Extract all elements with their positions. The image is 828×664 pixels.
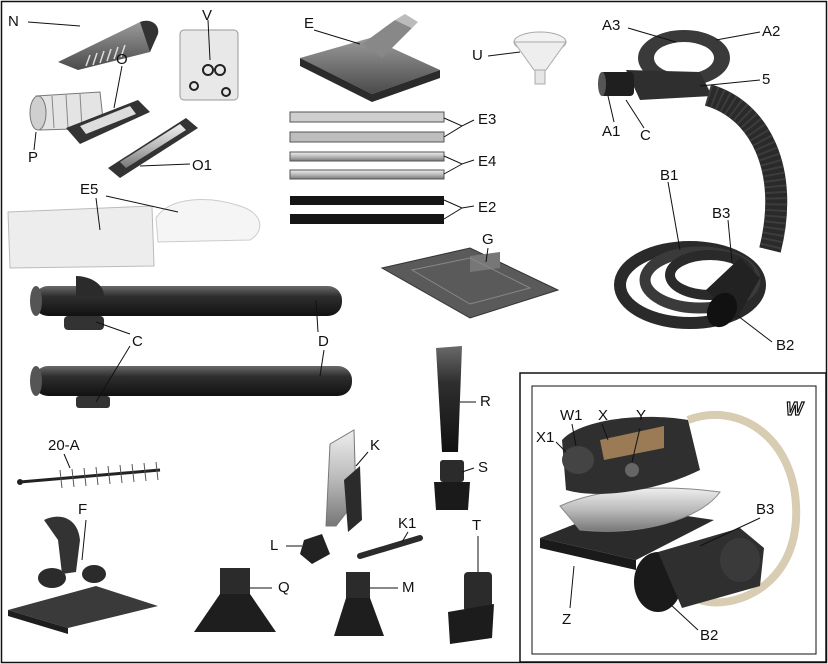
label-c-tube: C <box>132 333 143 350</box>
label-o: O <box>116 51 128 68</box>
part-e3-strips <box>289 111 445 143</box>
label-a1: A1 <box>602 123 621 140</box>
label-b1: B1 <box>660 167 679 184</box>
label-s: S <box>478 459 489 476</box>
part-a-hose-handle <box>598 30 730 100</box>
label-e2: E2 <box>478 199 497 216</box>
label-k: K <box>370 437 381 454</box>
part-f-floor-nozzle <box>8 516 158 634</box>
label-t: T <box>472 517 482 534</box>
label-g: G <box>482 231 494 248</box>
part-o1-squeegee <box>108 118 198 178</box>
part-u-funnel <box>513 31 567 85</box>
part-b2-iron-connector <box>634 528 764 612</box>
part-d-tube-bottom <box>30 366 352 408</box>
label-x: X <box>598 407 609 424</box>
part-e2-strips <box>290 196 444 224</box>
label-e4: E4 <box>478 153 497 170</box>
part-m-nozzle <box>334 572 384 636</box>
part-e-floor-nozzle <box>300 14 440 102</box>
label-p: P <box>28 149 39 166</box>
label-e5: E5 <box>80 181 99 198</box>
part-20a-brush <box>17 461 161 489</box>
label-a3: A3 <box>602 17 621 34</box>
label-b3-iron: B3 <box>756 501 775 518</box>
label-v: V <box>202 7 213 24</box>
part-q-nozzle <box>194 568 276 632</box>
label-o1: O1 <box>192 157 213 174</box>
part-v-bag <box>179 29 239 101</box>
part-e4-strips <box>289 151 445 180</box>
label-20a: 20-A <box>48 437 80 454</box>
label-x1: X1 <box>536 429 555 446</box>
label-c-hose: C <box>640 127 651 144</box>
part-k1-pin <box>357 535 423 559</box>
part-l-adapter <box>300 534 330 564</box>
part-n-nozzle <box>58 20 159 70</box>
label-n: N <box>8 13 19 30</box>
label-w1: W1 <box>560 407 583 424</box>
label-e: E <box>304 15 315 32</box>
label-a2: A2 <box>762 23 781 40</box>
label-d: D <box>318 333 329 350</box>
part-e5-cloths <box>7 199 261 269</box>
part-d-tube-top <box>30 276 342 330</box>
inset-w-tag: W <box>785 399 803 419</box>
part-t-brush <box>448 572 494 644</box>
label-r: R <box>480 393 491 410</box>
label-e3: E3 <box>478 111 497 128</box>
part-b2-hose-end <box>706 258 760 328</box>
label-y: Y <box>636 407 647 424</box>
label-b2-hose: B2 <box>776 337 795 354</box>
label-q: Q <box>278 579 290 596</box>
part-s-brush <box>434 460 470 510</box>
label-z: Z <box>562 611 572 628</box>
label-k1: K1 <box>398 515 417 532</box>
label-5: 5 <box>762 71 771 88</box>
part-o-squeegee <box>66 100 150 144</box>
label-l: L <box>270 537 279 554</box>
part-r-crevice <box>436 346 462 452</box>
part-w-steam-iron <box>540 411 801 607</box>
label-u: U <box>472 47 483 64</box>
label-b3-hose: B3 <box>712 205 731 222</box>
label-m: M <box>402 579 415 596</box>
part-k-nozzle <box>325 429 362 532</box>
part-b1-hose <box>614 84 788 329</box>
label-b2-iron: B2 <box>700 627 719 644</box>
label-f: F <box>78 501 88 518</box>
part-g-pad <box>380 247 560 319</box>
